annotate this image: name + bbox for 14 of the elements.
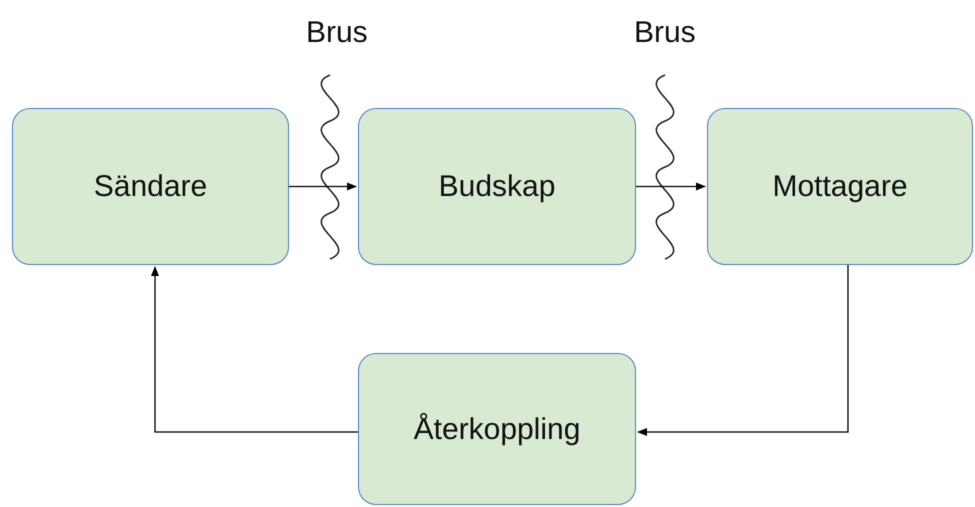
arrow [151,266,358,433]
process-box [707,108,973,265]
arrow [289,182,357,190]
box-label: Budskap [438,169,556,205]
box-label: Sändare [94,169,208,205]
box-label: Mottagare [772,169,908,205]
arrow [636,182,706,190]
arrow [637,265,849,436]
box-label: Återkoppling [414,412,580,448]
process-box [12,108,289,265]
process-box [358,353,636,505]
noise-label: Brus [306,15,368,51]
process-box [358,108,636,265]
noise-label: Brus [634,15,696,51]
